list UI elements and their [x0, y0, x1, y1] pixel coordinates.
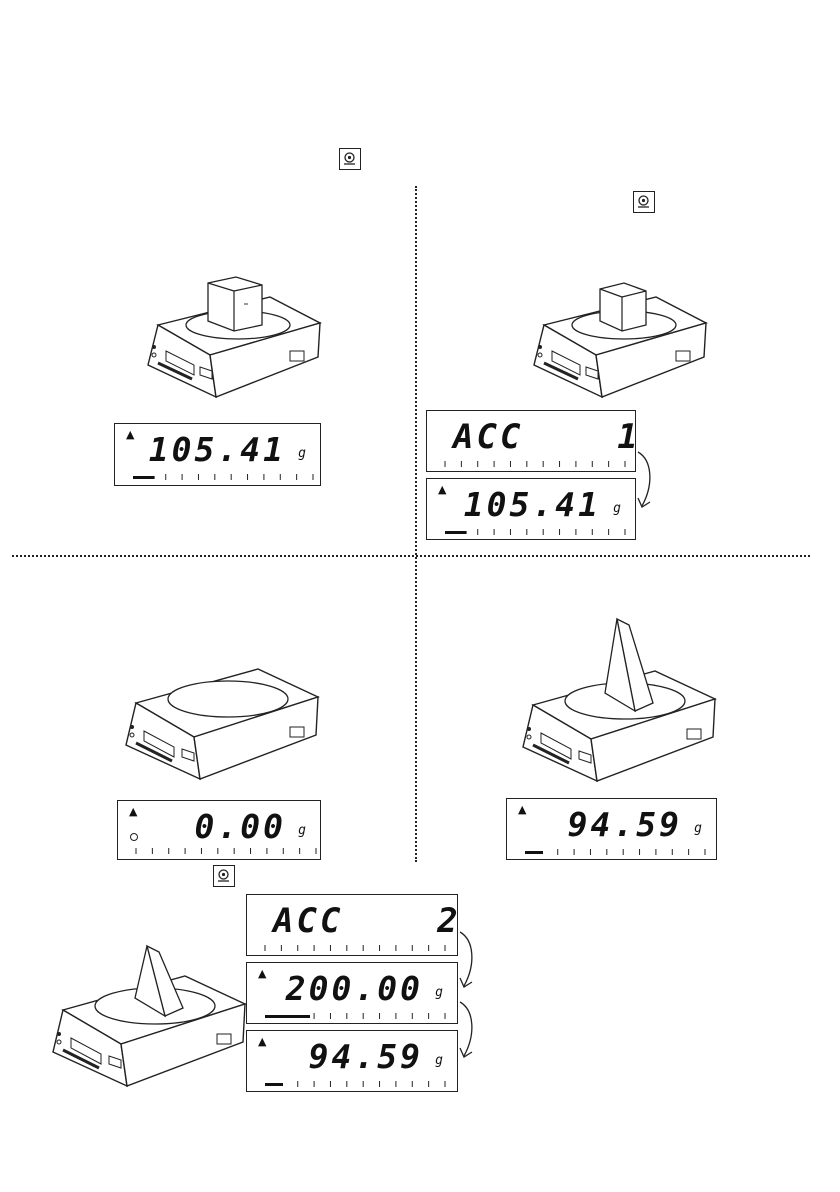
horizontal-divider — [12, 555, 810, 557]
capacity-bar — [444, 461, 626, 467]
unit-label: g — [435, 985, 443, 1000]
scale-with-cube — [533, 282, 708, 399]
lcd-display: ▲ 200.00 g — [246, 962, 458, 1024]
capacity-fill — [133, 476, 155, 479]
scale-with-prism — [52, 944, 247, 1088]
lcd-display: ACC 1 — [426, 410, 638, 472]
capacity-bar — [264, 945, 446, 951]
capacity-bar — [265, 1013, 446, 1019]
display-value: ACC 1 — [453, 417, 641, 457]
unit-label: g — [435, 1053, 443, 1068]
capacity-bar — [135, 848, 317, 854]
display-value: 0.00 — [194, 807, 286, 846]
scale-with-cube — [147, 276, 322, 399]
vertical-divider — [415, 186, 417, 862]
display-value: 94.59 — [308, 1037, 423, 1076]
display-value: ACC 2 — [273, 901, 461, 941]
scale-empty — [125, 668, 320, 781]
unit-label: g — [613, 501, 621, 516]
lcd-display: ACC 2 — [246, 894, 458, 956]
unit-label: g — [298, 823, 306, 838]
capacity-fill — [265, 1083, 283, 1086]
lcd-display: ▲ 105.41 g — [426, 478, 636, 540]
lcd-display: ▲ 94.59 g — [246, 1030, 458, 1092]
stability-indicator-icon: ▲ — [258, 967, 267, 980]
stability-indicator-icon: ▲ — [258, 1035, 267, 1048]
stability-indicator-icon: ▲ — [438, 483, 447, 496]
stability-indicator-icon: ▲ — [126, 428, 135, 441]
sequence-arrow-icon — [459, 1001, 473, 1058]
sequence-arrow-icon — [459, 931, 473, 988]
capacity-bar — [133, 474, 314, 480]
capacity-bar — [265, 1081, 446, 1087]
lcd-display: ▲ 0.00 g — [117, 800, 321, 860]
tare-key-icon — [213, 865, 235, 887]
display-value: 200.00 — [285, 969, 423, 1008]
unit-label: g — [694, 821, 702, 836]
scale-with-prism — [522, 617, 717, 783]
zero-indicator-icon — [130, 833, 138, 841]
tare-key-icon — [339, 148, 361, 170]
lcd-display: ▲ 94.59 g — [506, 798, 717, 860]
capacity-bar — [445, 529, 626, 535]
capacity-bar — [525, 849, 706, 855]
stability-indicator-icon: ▲ — [129, 805, 138, 818]
display-value: 94.59 — [567, 805, 682, 844]
display-value: 105.41 — [148, 430, 286, 469]
capacity-fill — [445, 531, 467, 534]
capacity-fill — [265, 1015, 310, 1018]
sequence-arrow-icon — [637, 451, 651, 508]
unit-label: g — [298, 446, 306, 461]
stability-indicator-icon: ▲ — [518, 803, 527, 816]
lcd-display: ▲ 105.41 g — [114, 423, 321, 486]
display-value: 105.41 — [463, 485, 601, 524]
tare-key-icon — [633, 191, 655, 213]
capacity-fill — [525, 851, 543, 854]
